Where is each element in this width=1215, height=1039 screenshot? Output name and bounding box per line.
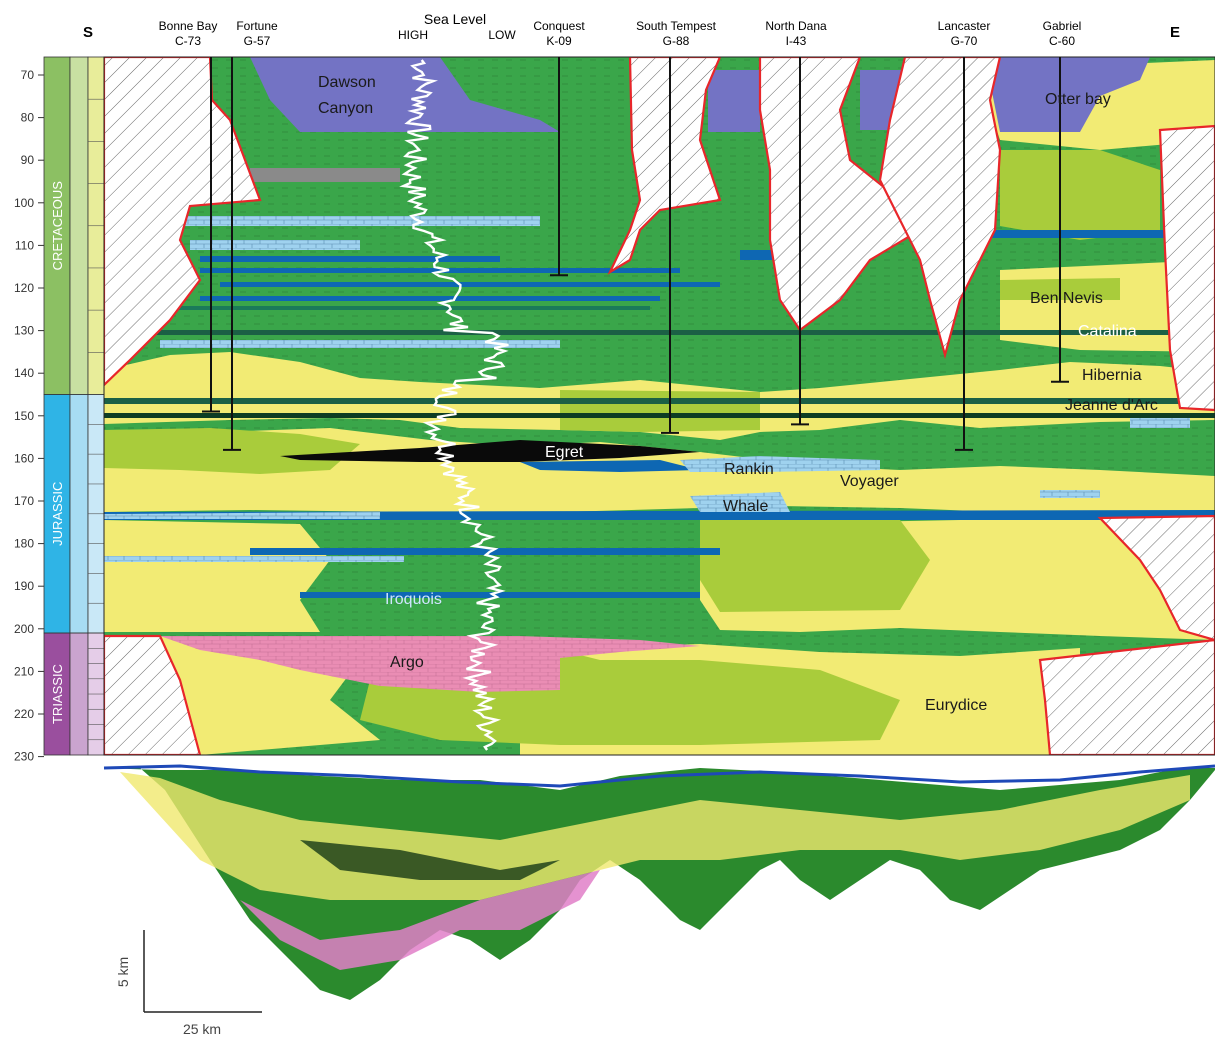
- well-name: Fortune: [236, 19, 278, 33]
- well-name: Bonne Bay: [159, 19, 218, 33]
- argo-salt: [160, 636, 700, 692]
- time-tick-label: 130: [14, 324, 34, 338]
- time-tick-label: 180: [14, 537, 34, 551]
- formation-label-voyager: Voyager: [840, 473, 899, 490]
- rankin-reef: [680, 456, 880, 472]
- sea-level-curve: [399, 59, 509, 751]
- time-tick-label: 150: [14, 409, 34, 423]
- cross-section: [103, 764, 1215, 1000]
- sea-level-title: Sea Level: [424, 11, 486, 27]
- epoch-column: [69, 56, 89, 395]
- formation-label-ben-nevis: Ben Nevis: [1030, 290, 1103, 307]
- sea-level-high-label: HIGH: [398, 28, 428, 42]
- time-tick-label: 230: [14, 750, 34, 764]
- formation-label-jeanne-d-arc: Jeanne d'Arc: [1065, 397, 1158, 414]
- epoch-column: [69, 394, 89, 634]
- time-tick-label: 160: [14, 451, 34, 465]
- formation-label-egret: Egret: [545, 444, 584, 461]
- well-name: Lancaster: [938, 19, 991, 33]
- time-tick-label: 220: [14, 707, 34, 721]
- formation-label-otter-bay: Otter bay: [1045, 91, 1111, 108]
- period-column: [43, 632, 71, 756]
- time-tick-label: 170: [14, 494, 34, 508]
- well-id: C-60: [1049, 34, 1075, 48]
- epoch-column: [69, 632, 89, 756]
- well-id: I-43: [786, 34, 807, 48]
- formation-label-catalina: Catalina: [1078, 323, 1137, 340]
- time-tick-label: 190: [14, 579, 34, 593]
- formation-label-canyon: Canyon: [318, 100, 373, 117]
- time-tick-label: 210: [14, 664, 34, 678]
- well-id: K-09: [546, 34, 572, 48]
- well-id: G-88: [663, 34, 690, 48]
- period-label: TRIASSIC: [50, 664, 65, 724]
- time-tick-label: 70: [21, 68, 35, 82]
- time-tick-label: 110: [15, 238, 34, 252]
- well-name: North Dana: [765, 19, 827, 33]
- well-id: C-73: [175, 34, 201, 48]
- formation-label-iroquois: Iroquois: [385, 591, 442, 608]
- time-axis: CRETACEOUS JURASSIC TRIASSIC 70 80 90 100 110 1…: [14, 56, 105, 764]
- time-tick-label: 100: [14, 196, 34, 210]
- sea-level-low-label: LOW: [488, 28, 516, 42]
- well-id: G-70: [951, 34, 978, 48]
- panel-frame: [103, 56, 1215, 756]
- period-column: [43, 56, 71, 395]
- formation-label-rankin: Rankin: [724, 461, 774, 478]
- direction-right-label: E: [1170, 24, 1180, 41]
- formation-label-whale: Whale: [723, 498, 768, 515]
- formation-label-hibernia: Hibernia: [1082, 367, 1142, 384]
- horizontal-scale-label: 25 km: [183, 1021, 221, 1037]
- formation-label-eurydice: Eurydice: [925, 697, 987, 714]
- time-tick-label: 200: [14, 622, 34, 636]
- marine-bands: [104, 168, 1215, 598]
- chronostratigraphic-panel: [104, 57, 1215, 755]
- period-label: JURASSIC: [50, 482, 65, 546]
- formation-label-argo: Argo: [390, 654, 424, 671]
- dawson-canyon-unit: [250, 57, 560, 132]
- time-tick-label: 90: [21, 153, 35, 167]
- period-column: [43, 394, 71, 634]
- well-lines: [202, 57, 1069, 451]
- time-tick-label: 120: [14, 281, 34, 295]
- well-name: Conquest: [533, 19, 585, 33]
- time-tick-label: 80: [21, 111, 35, 125]
- vertical-scale-label: 5 km: [115, 957, 131, 987]
- whale-reef: [690, 492, 790, 512]
- formation-label-dawson: Dawson: [318, 74, 376, 91]
- well-name: South Tempest: [636, 19, 716, 33]
- scale-bar: 5 km 25 km: [115, 930, 262, 1037]
- egret-source-rock: [280, 440, 700, 462]
- time-tick-label: 140: [14, 366, 34, 380]
- direction-left-label: S: [83, 24, 93, 41]
- period-label: CRETACEOUS: [50, 181, 65, 271]
- well-name: Gabriel: [1043, 19, 1082, 33]
- well-id: G-57: [244, 34, 271, 48]
- otter-bay-unit: [985, 57, 1150, 132]
